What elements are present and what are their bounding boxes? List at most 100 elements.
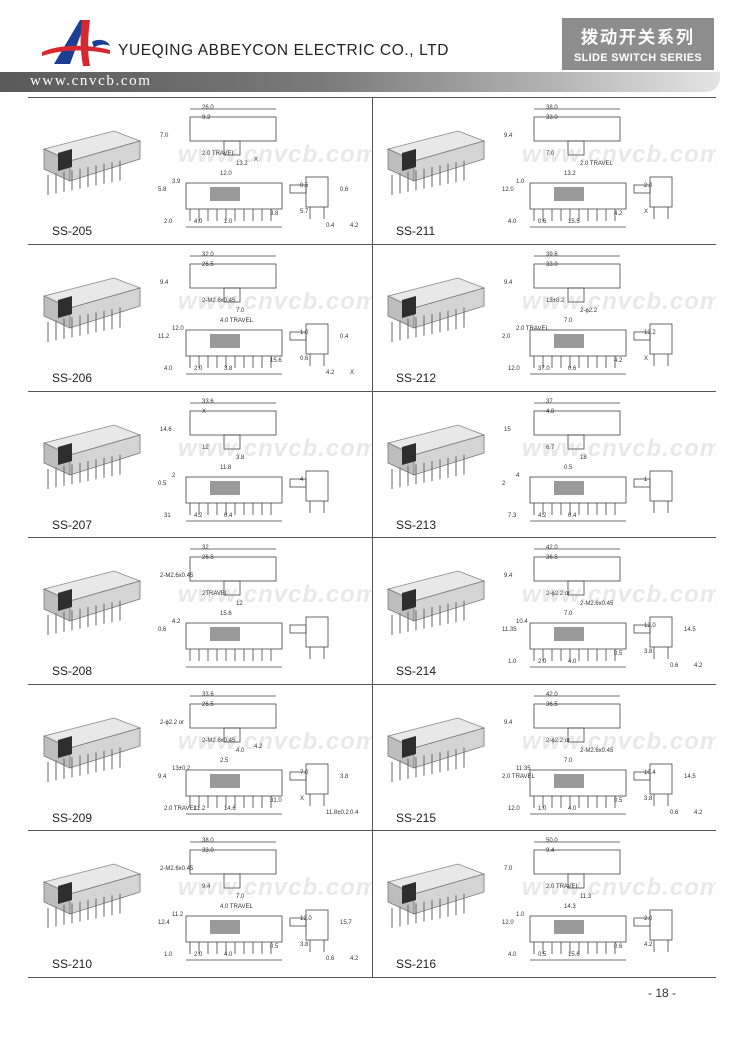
dimension-label: 7.0 bbox=[546, 151, 555, 157]
dimension-label: 2-ϕ2.2 or bbox=[546, 738, 570, 744]
model-label: SS-211 bbox=[396, 224, 436, 238]
dimension-label: 2.0 bbox=[644, 916, 653, 922]
dimension-label: 4.2 bbox=[694, 810, 703, 816]
dimension-label: 39.6 bbox=[546, 252, 558, 258]
dimension-label: 2-ϕ2.2 bbox=[580, 308, 598, 314]
dimension-label: 4.0 bbox=[194, 219, 203, 225]
dimension-label: 7.0 bbox=[300, 770, 309, 776]
dimension-label: 2.0 bbox=[194, 952, 203, 958]
dimension-label: 5.7 bbox=[300, 209, 309, 215]
dimension-label: 1.0 bbox=[516, 912, 525, 918]
dimension-label: 26.5 bbox=[202, 702, 214, 708]
dimension-label: 9.4 bbox=[546, 848, 555, 854]
dimension-label: 6.7 bbox=[546, 445, 555, 451]
dimension-label: 7.0 bbox=[236, 894, 245, 900]
model-label: SS-205 bbox=[52, 224, 93, 238]
dimension-label: 0.4 bbox=[350, 810, 359, 816]
dimension-label: 12.0 bbox=[644, 623, 656, 629]
dimension-label: 2-M2.6x0.45 bbox=[580, 601, 614, 607]
dimension-drawing: 38.033.02-M2.6x0.459.47.04.0 TRAVEL12.41… bbox=[158, 838, 359, 962]
dimension-label: 12 bbox=[202, 445, 209, 451]
dimension-label: 42.0 bbox=[546, 692, 558, 698]
dimension-label: 11.2 bbox=[194, 806, 206, 812]
dimension-label: 0.6 bbox=[670, 810, 679, 816]
dimension-label: 2.0 bbox=[194, 366, 203, 372]
dimension-label: 9.4 bbox=[504, 280, 513, 286]
dimension-label: 7.0 bbox=[564, 758, 573, 764]
dimension-label: 2.0 TRAVEL bbox=[546, 884, 579, 890]
dimension-label: 4 bbox=[516, 473, 520, 479]
dimension-label: 26.5 bbox=[202, 555, 214, 561]
dimension-label: 13.2 bbox=[644, 330, 656, 336]
model-label: SS-213 bbox=[396, 518, 437, 532]
dimension-label: 11.8 bbox=[220, 465, 232, 471]
switch-photo-icon bbox=[42, 277, 142, 342]
dimension-label: 11.8±0.2 bbox=[326, 810, 350, 816]
dimension-label: X bbox=[300, 796, 304, 802]
dimension-label: 1 bbox=[644, 477, 648, 483]
dimension-label: 26.5 bbox=[202, 262, 214, 268]
dimension-label: 4.2 bbox=[194, 513, 203, 519]
dimension-label: 4.2 bbox=[694, 663, 703, 669]
dimension-label: 9.4 bbox=[202, 884, 211, 890]
dimension-label: 0.4 bbox=[340, 334, 349, 340]
dimension-label: 0.6 bbox=[158, 627, 167, 633]
dimension-label: 12.0 bbox=[508, 366, 520, 372]
dimension-label: 9.4 bbox=[158, 774, 167, 780]
dimension-label: 11.35 bbox=[502, 627, 517, 633]
dimension-label: 37.0 bbox=[538, 366, 550, 372]
dimension-label: 1.0 bbox=[300, 330, 309, 336]
dimension-label: 0.6 bbox=[670, 663, 679, 669]
dimension-label: 11.2 bbox=[172, 912, 184, 918]
grid-divider-vertical bbox=[372, 97, 373, 977]
switch-photo-icon bbox=[386, 570, 486, 635]
dimension-label: 7.0 bbox=[504, 866, 513, 872]
dimension-label: 0.5 bbox=[564, 465, 573, 471]
dimension-label: 2.0 bbox=[538, 659, 547, 665]
dimension-label: 2.0 TRAVEL bbox=[516, 326, 549, 332]
model-label: SS-216 bbox=[396, 957, 437, 971]
dimension-label: 0.6 bbox=[538, 219, 547, 225]
dimension-label: 4.8 bbox=[546, 409, 555, 415]
dimension-drawing: 42.036.59.42-ϕ2.2 or2-M2.6x0.457.011.351… bbox=[502, 545, 703, 669]
dimension-label: 2-ϕ2.2 or bbox=[160, 720, 184, 726]
dimension-label: 4.0 bbox=[508, 219, 517, 225]
dimension-label: 37 bbox=[546, 399, 553, 405]
dimension-label: 1.0 bbox=[538, 806, 547, 812]
dimension-label: 3.9 bbox=[172, 179, 181, 185]
dimension-drawing: 50.09.47.02.0 TRAVEL11.314.312.01.02.04.… bbox=[502, 838, 673, 961]
switch-photo-icon bbox=[386, 424, 486, 489]
dimension-label: 1.0 bbox=[164, 952, 173, 958]
dimension-label: 0.4 bbox=[224, 513, 233, 519]
dimension-label: 12.0 bbox=[220, 171, 232, 177]
dimension-label: 0.6 bbox=[326, 956, 335, 962]
dimension-label: 7.0 bbox=[564, 318, 573, 324]
dimension-label: 4.2 bbox=[614, 358, 623, 364]
dimension-label: 4 bbox=[300, 477, 304, 483]
dimension-label: 9.3 bbox=[202, 115, 211, 121]
dimension-label: 14.5 bbox=[684, 627, 696, 633]
dimension-label: 2.0 bbox=[644, 183, 653, 189]
series-title-en: SLIDE SWITCH SERIES bbox=[574, 52, 702, 64]
page-number: - 18 - bbox=[648, 986, 677, 1000]
model-label: SS-207 bbox=[52, 518, 93, 532]
dimension-label: 1.0 bbox=[224, 219, 233, 225]
dimension-label: 42.0 bbox=[546, 545, 558, 551]
dimension-drawing: 39.633.09.413±0.22-ϕ2.27.02.02.0 TRAVEL1… bbox=[502, 252, 673, 375]
website-link[interactable]: www.cnvcb.com bbox=[30, 73, 152, 89]
dimension-label: 0.4 bbox=[568, 513, 577, 519]
dimension-label: X bbox=[644, 356, 648, 362]
dimension-label: 4.0 bbox=[508, 952, 517, 958]
model-label: SS-214 bbox=[396, 664, 437, 678]
dimension-label: 2.0 TRAVEL bbox=[164, 806, 197, 812]
switch-photo-icon bbox=[42, 130, 142, 195]
model-label: SS-209 bbox=[52, 811, 93, 825]
